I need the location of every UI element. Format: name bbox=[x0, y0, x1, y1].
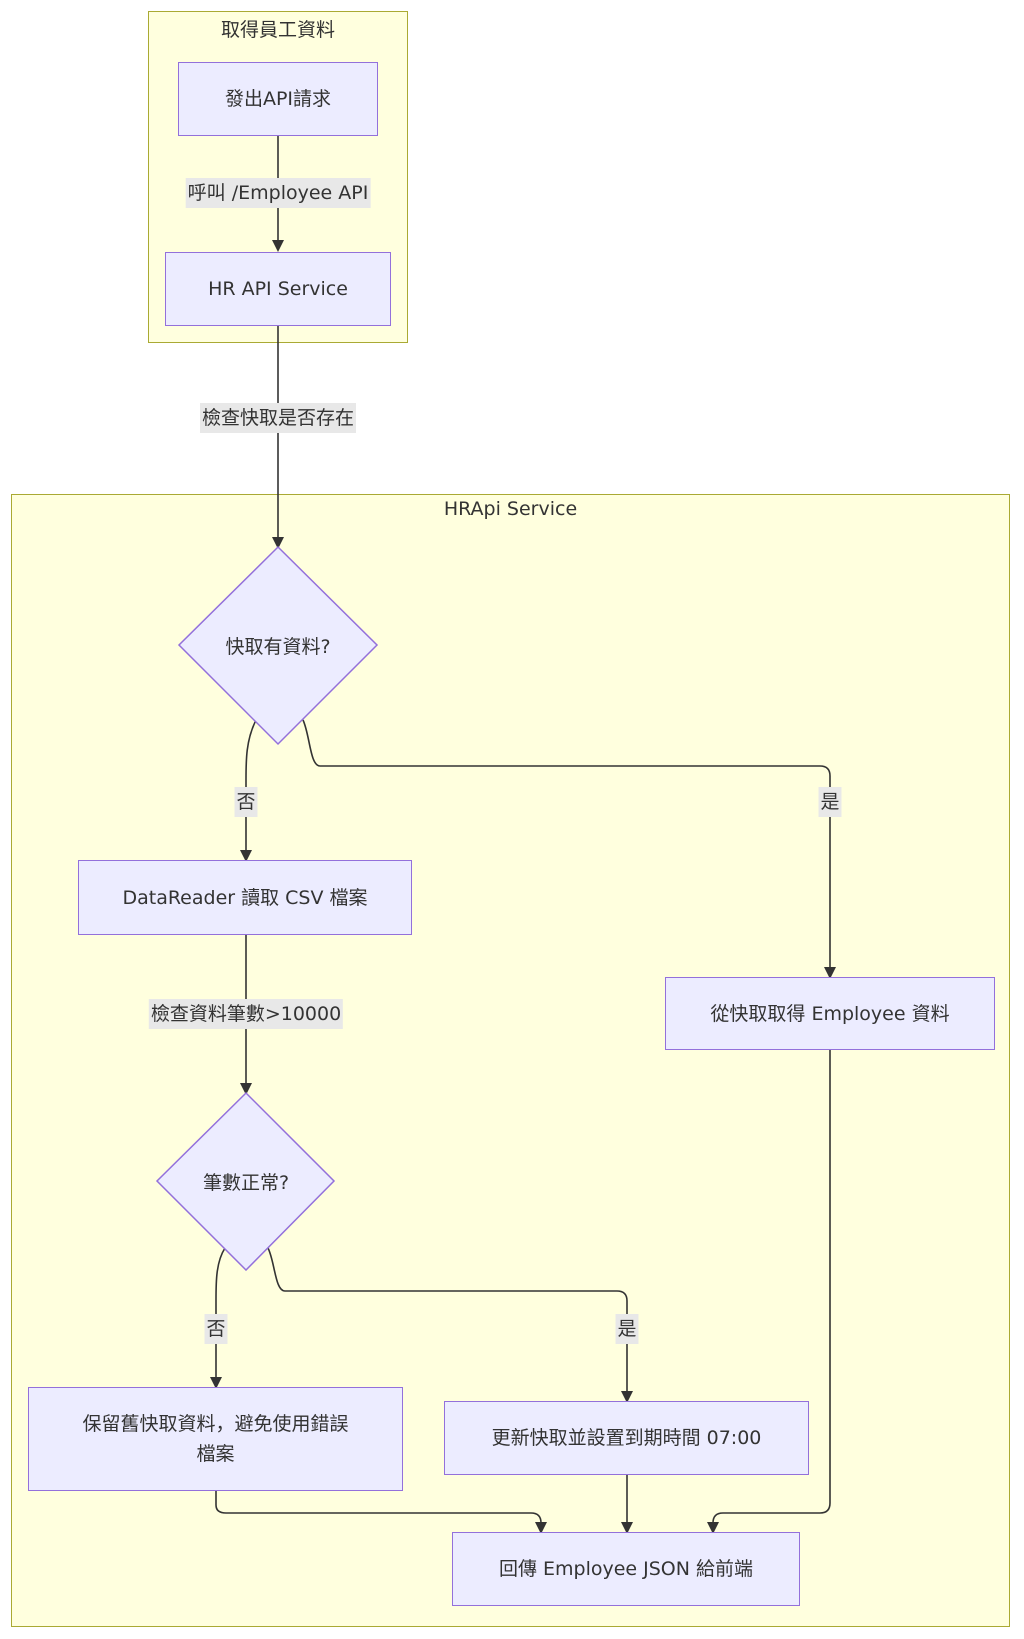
node-return-json: 回傳 Employee JSON 給前端 bbox=[452, 1532, 800, 1606]
edge-label-call-api: 呼叫 /Employee API bbox=[185, 178, 371, 208]
cluster-title-get-employee: 取得員工資料 bbox=[220, 19, 335, 41]
decision-count-diamond bbox=[155, 1091, 336, 1272]
edge-label-count-yes: 是 bbox=[615, 1314, 639, 1344]
node-update-cache: 更新快取並設置到期時間 07:00 bbox=[444, 1401, 809, 1475]
node-keep-old-cache: 保留舊快取資料，避免使用錯誤 檔案 bbox=[28, 1387, 403, 1491]
decision-cache-diamond bbox=[177, 545, 379, 746]
node-get-from-cache: 從快取取得 Employee 資料 bbox=[665, 977, 995, 1050]
node-label-keep-old-cache: 保留舊快取資料，避免使用錯誤 檔案 bbox=[82, 1413, 349, 1465]
edge-cache-to-return bbox=[707, 1050, 831, 1534]
node-datareader-read-csv: DataReader 讀取 CSV 檔案 bbox=[78, 860, 412, 935]
decision-count-label: 筆數正常? bbox=[202, 1171, 290, 1194]
edge-label-count-no: 否 bbox=[204, 1314, 228, 1344]
edge-label-cache-yes: 是 bbox=[818, 787, 842, 817]
node-label-update-cache: 更新快取並設置到期時間 07:00 bbox=[491, 1427, 762, 1449]
node-label-hr-api-service: HR API Service bbox=[208, 278, 348, 300]
cluster-title-hrapi-service: HRApi Service bbox=[443, 498, 578, 520]
decision-cache-label: 快取有資料? bbox=[225, 635, 331, 658]
edge-cache-no bbox=[240, 719, 257, 862]
edge-label-check-count: 檢查資料筆數>10000 bbox=[148, 999, 344, 1029]
edge-count-yes bbox=[267, 1247, 633, 1403]
edge-cache-yes bbox=[302, 719, 836, 979]
node-send-api-request: 發出API請求 bbox=[178, 62, 378, 136]
node-label-get-from-cache: 從快取取得 Employee 資料 bbox=[710, 1002, 950, 1025]
edge-label-cache-no: 否 bbox=[234, 787, 258, 817]
edge-count-no bbox=[210, 1247, 226, 1389]
node-label-return-json: 回傳 Employee JSON 給前端 bbox=[498, 1558, 754, 1580]
edge-keep-to-return bbox=[215, 1491, 547, 1534]
node-hr-api-service: HR API Service bbox=[165, 252, 391, 326]
edge-label-check-cache: 檢查快取是否存在 bbox=[199, 403, 357, 433]
node-label-datareader-read-csv: DataReader 讀取 CSV 檔案 bbox=[122, 886, 368, 909]
node-label-send-api-request: 發出API請求 bbox=[224, 88, 332, 110]
